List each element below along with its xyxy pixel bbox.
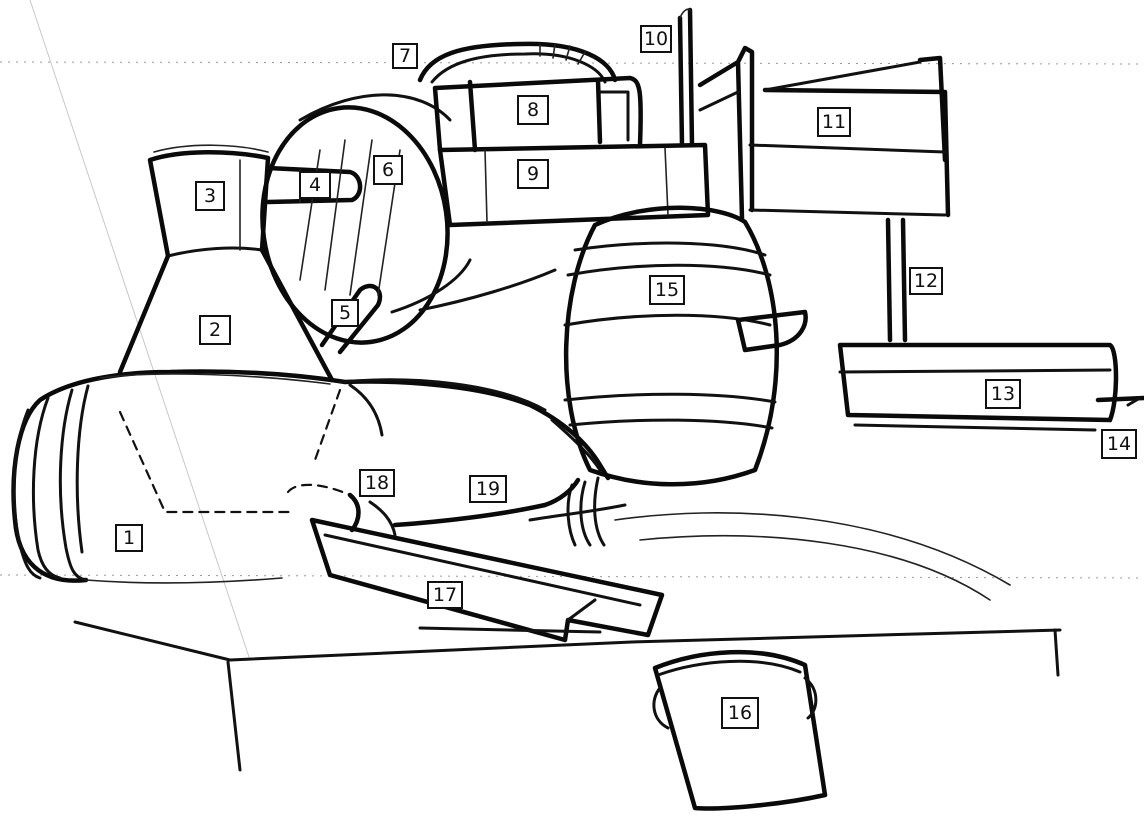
svg-text:14: 14 <box>1107 433 1131 455</box>
svg-text:5: 5 <box>339 302 351 324</box>
svg-text:17: 17 <box>433 584 457 606</box>
svg-text:4: 4 <box>309 174 321 196</box>
svg-text:8: 8 <box>527 99 539 121</box>
svg-text:2: 2 <box>209 319 221 341</box>
label-13: 13 <box>986 380 1020 408</box>
part-9-lower-box <box>440 145 708 225</box>
table-and-floor-lines <box>75 513 1060 770</box>
label-7: 7 <box>393 44 417 68</box>
label-4: 4 <box>300 172 330 198</box>
part-10-rod <box>680 9 692 145</box>
label-8: 8 <box>518 96 548 124</box>
svg-text:10: 10 <box>644 28 668 50</box>
label-14: 14 <box>1102 430 1136 458</box>
part-16-bucket <box>654 652 825 808</box>
label-15: 15 <box>650 276 684 304</box>
svg-text:7: 7 <box>399 45 411 67</box>
part-15-barrel <box>565 208 806 485</box>
svg-text:18: 18 <box>365 472 389 494</box>
svg-text:16: 16 <box>728 702 752 724</box>
label-19: 19 <box>470 476 506 502</box>
label-5: 5 <box>332 300 358 326</box>
svg-text:9: 9 <box>527 163 539 185</box>
part-17-chute <box>312 520 662 640</box>
label-9: 9 <box>518 160 548 188</box>
paper-speckle-lines <box>0 0 1144 660</box>
part-12-post <box>888 220 905 340</box>
svg-text:3: 3 <box>204 185 216 207</box>
part-13-tray <box>840 345 1116 430</box>
label-17: 17 <box>428 582 462 608</box>
svg-text:19: 19 <box>476 478 500 500</box>
svg-text:1: 1 <box>123 527 135 549</box>
label-10: 10 <box>641 26 671 52</box>
label-2: 2 <box>200 316 230 344</box>
part-1-covered-base <box>14 372 625 583</box>
label-16: 16 <box>722 698 758 728</box>
svg-text:15: 15 <box>655 279 679 301</box>
label-1: 1 <box>116 525 142 551</box>
label-6: 6 <box>374 156 402 184</box>
part-14-spout <box>1098 398 1144 405</box>
label-3: 3 <box>196 182 224 210</box>
label-11: 11 <box>818 108 850 136</box>
svg-text:6: 6 <box>382 159 394 181</box>
label-18: 18 <box>360 470 394 496</box>
svg-text:11: 11 <box>822 111 846 133</box>
svg-text:12: 12 <box>914 270 938 292</box>
label-12: 12 <box>910 268 942 294</box>
svg-text:13: 13 <box>991 383 1015 405</box>
